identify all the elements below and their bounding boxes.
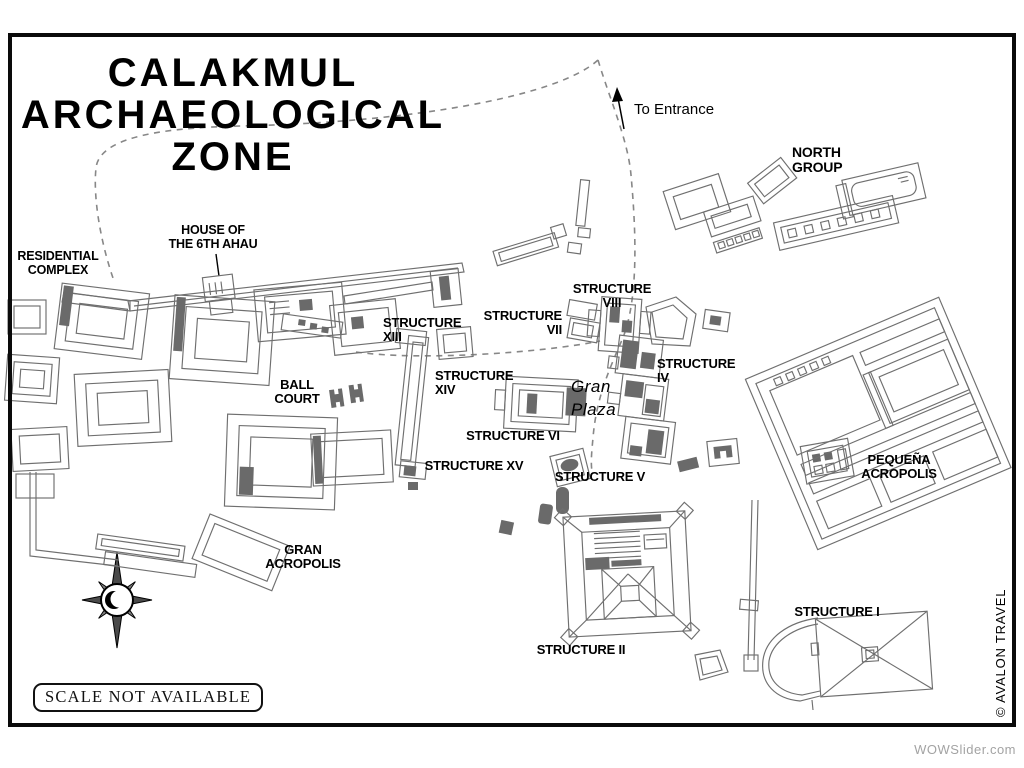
label-structure-xiv: STRUCTURE XIV bbox=[435, 368, 514, 397]
label-residential-complex: RESIDENTIAL COMPLEX bbox=[17, 249, 99, 277]
map-title-line1: CALAKMUL bbox=[107, 51, 359, 95]
map-title-line2: ARCHAEOLOGICAL bbox=[20, 93, 446, 137]
north-group-structures bbox=[662, 156, 927, 254]
label-north-group: NORTH GROUP bbox=[792, 144, 843, 175]
structure-v bbox=[549, 447, 592, 514]
map-title: CALAKMUL ARCHAEOLOGICAL ZONE bbox=[21, 52, 445, 178]
label-structure-xv: STRUCTURE XV bbox=[424, 458, 524, 473]
compass-rose-icon bbox=[81, 551, 153, 649]
map-frame bbox=[8, 33, 1016, 727]
structure-ii-pyramid bbox=[553, 501, 701, 647]
label-pequena-acropolis: PEQUEÑA ACROPOLIS bbox=[861, 452, 937, 481]
west-complex-structures bbox=[3, 253, 474, 592]
structure-vii-viii-cluster bbox=[566, 296, 731, 354]
label-structure-iv: STRUCTURE IV bbox=[657, 356, 736, 385]
label-ball-court: BALL COURT bbox=[274, 377, 320, 406]
label-structure-vi: STRUCTURE VI bbox=[466, 428, 560, 443]
label-gran-plaza: Gran Plaza bbox=[571, 377, 617, 419]
scale-note-box: SCALE NOT AVAILABLE bbox=[33, 683, 264, 712]
label-house-of-the-6th-ahau: HOUSE OF THE 6TH AHAU bbox=[168, 223, 258, 251]
label-structure-ii: STRUCTURE II bbox=[536, 642, 626, 657]
label-structure-v: STRUCTURE V bbox=[554, 469, 646, 484]
entrance-arrow-icon bbox=[612, 87, 625, 130]
structure-vi-pyramid bbox=[493, 375, 587, 433]
scattered-mounds bbox=[498, 437, 855, 536]
label-gran-acropolis: GRAN ACROPOLIS bbox=[265, 542, 341, 571]
map-title-line3: ZONE bbox=[171, 135, 295, 179]
label-structure-vii: STRUCTURE VII bbox=[483, 308, 563, 337]
label-to-entrance: To Entrance bbox=[634, 101, 715, 118]
watermark-link[interactable]: WOWSlider.com bbox=[914, 742, 1016, 757]
pequena-acropolis-structures bbox=[694, 296, 1012, 681]
central-north-structures bbox=[492, 178, 592, 267]
structure-i-pyramid bbox=[762, 610, 934, 711]
label-structure-xiii: STRUCTURE XIII bbox=[383, 315, 462, 344]
structure-iv-complex bbox=[606, 334, 677, 465]
label-structure-viii: STRUCTURE VIII bbox=[572, 281, 652, 310]
label-structure-i: STRUCTURE I bbox=[794, 604, 880, 619]
